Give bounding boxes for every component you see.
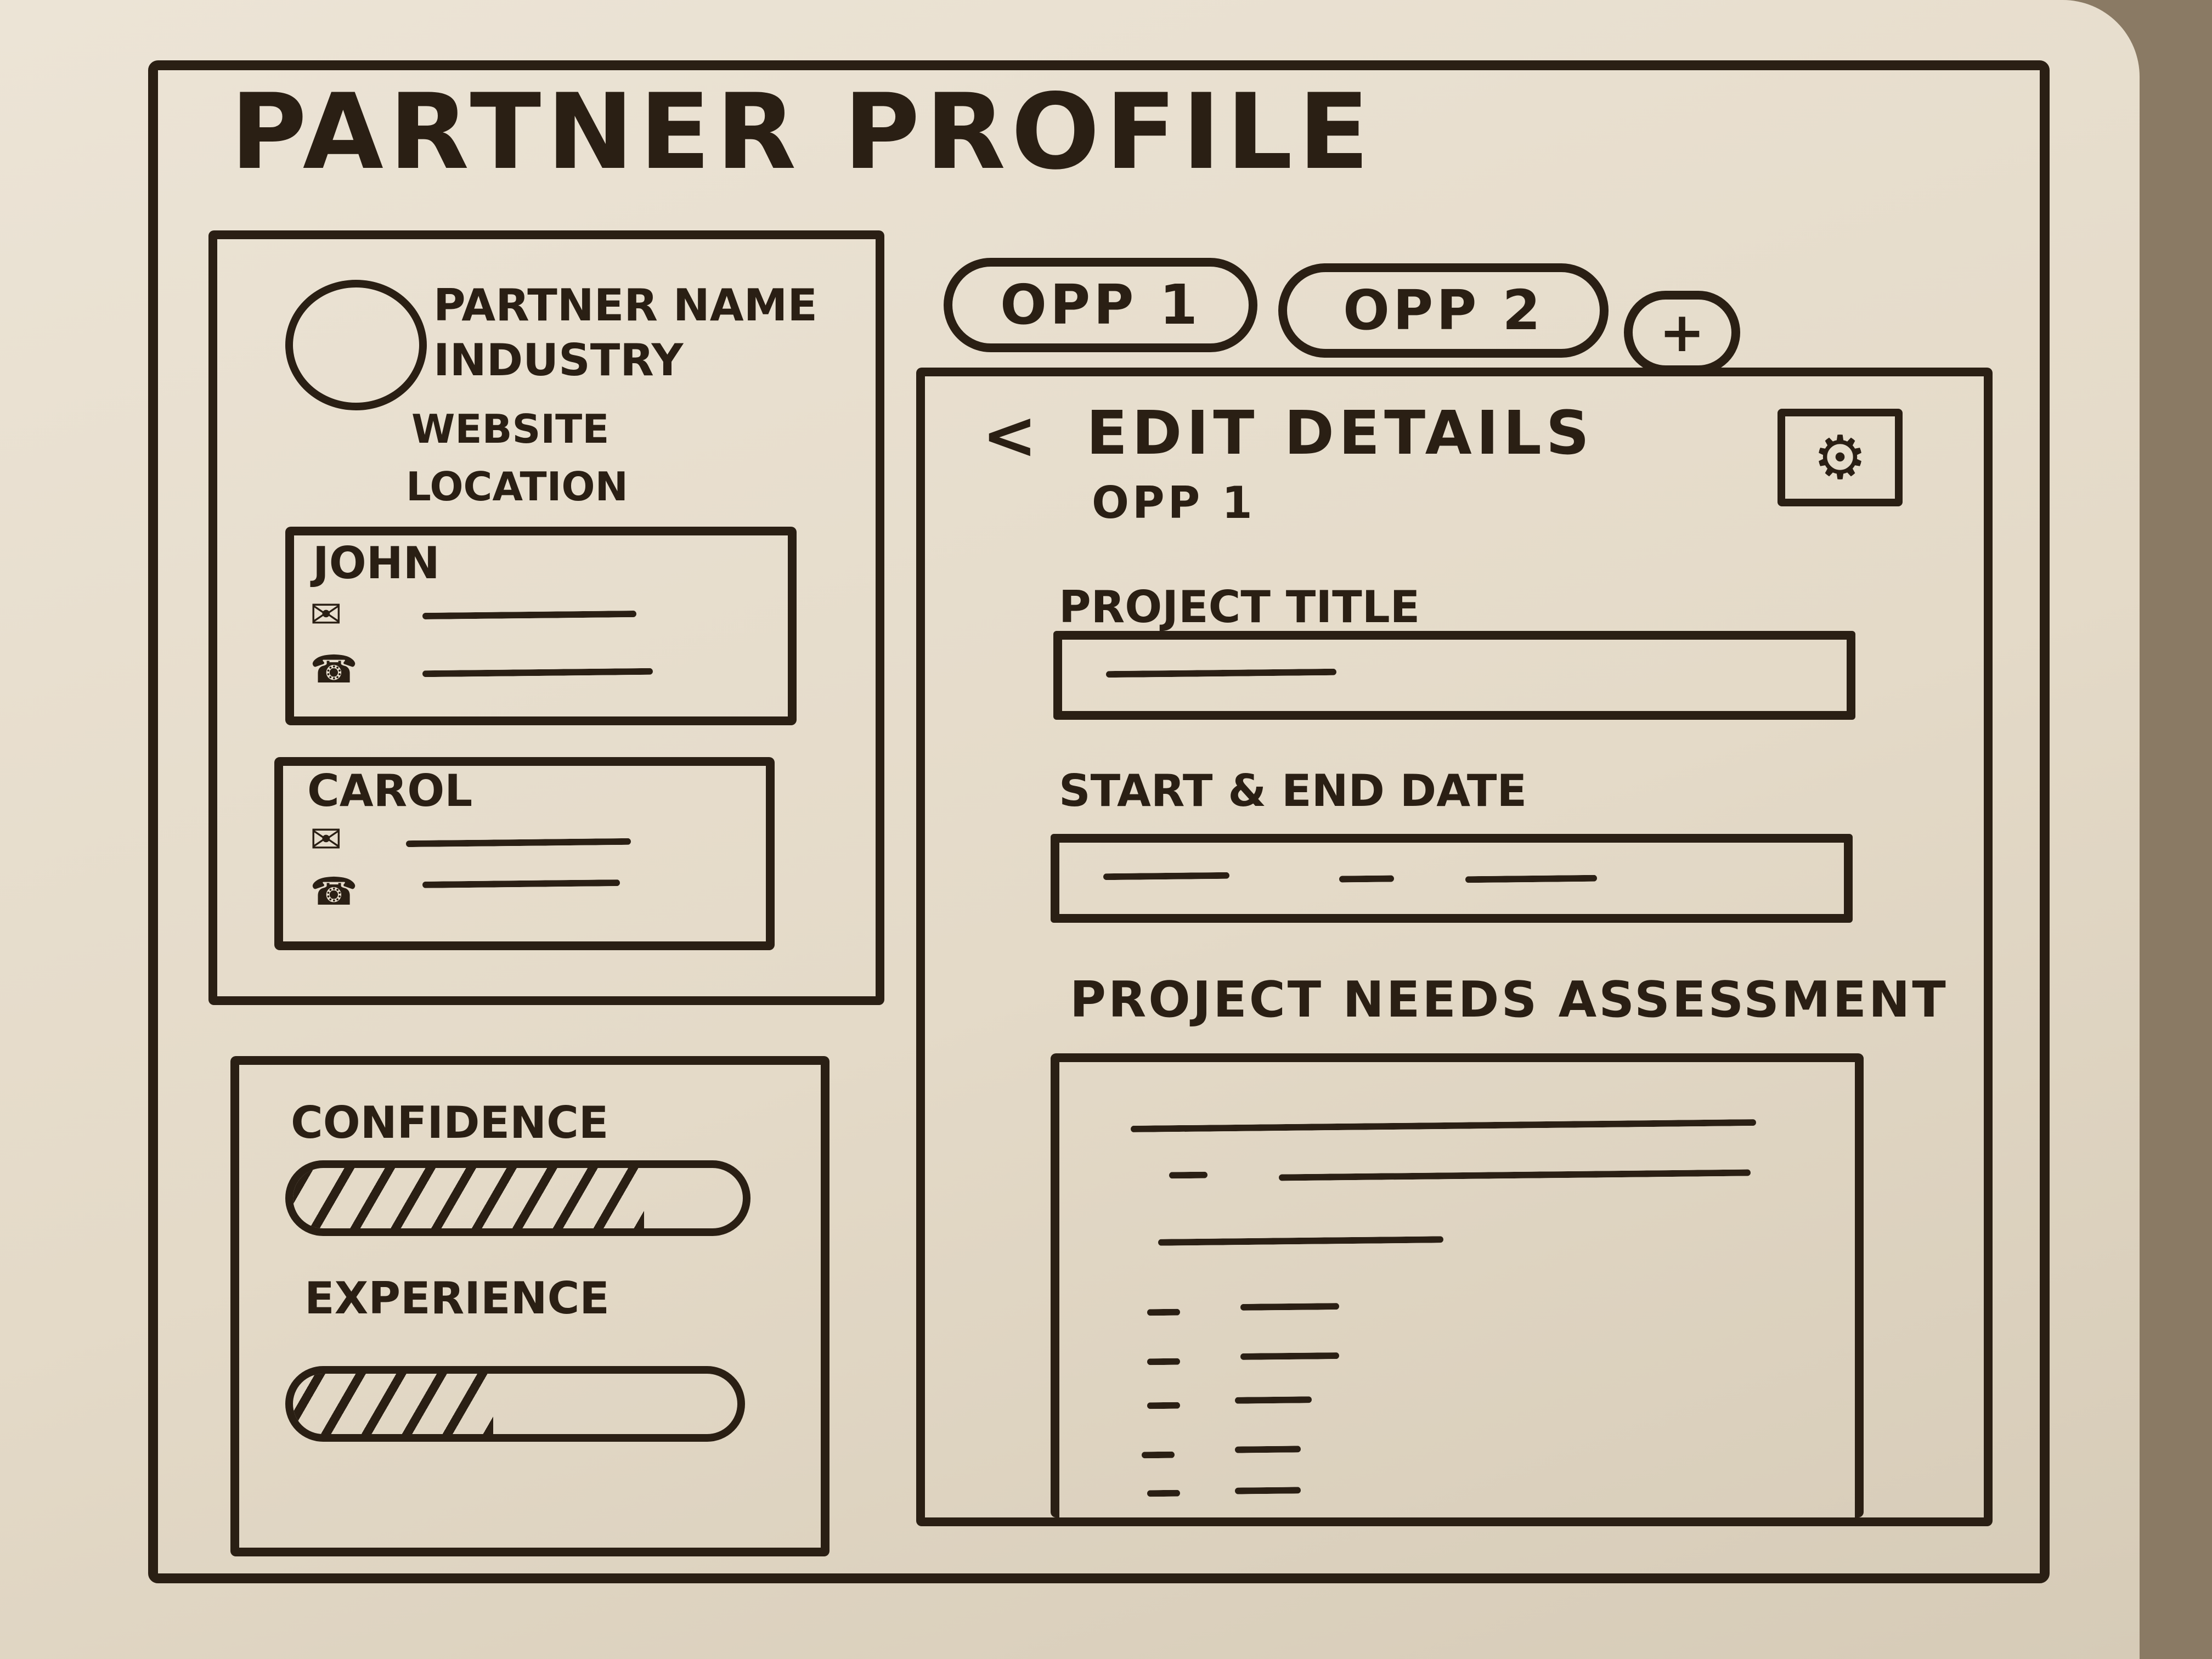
metrics-card [230,1056,830,1556]
settings-button[interactable]: ⚙ [1778,409,1903,506]
envelope-icon[interactable]: ✉ [310,592,342,637]
date-range-input[interactable] [1051,834,1853,923]
phone-icon[interactable]: ☎ [310,869,358,914]
contact-card-john[interactable] [285,527,797,725]
needs-assessment-textarea[interactable] [1051,1053,1864,1517]
project-title-value [1105,668,1337,678]
bullet-text [1234,1396,1312,1404]
partner-name: Partner Name [433,280,817,331]
add-opportunity-button[interactable]: + [1624,291,1740,374]
page-title: Partner Profile [230,71,1375,193]
project-title-input[interactable] [1053,631,1855,720]
bullet-item [1147,1402,1181,1409]
text-line [1169,1171,1208,1179]
text-line [1278,1169,1751,1181]
contact-card-carol[interactable] [274,757,775,950]
bullet-text [1234,1446,1301,1453]
bullet-text [1240,1352,1340,1360]
bullet-text [1234,1487,1301,1494]
confidence-fill [293,1168,644,1228]
bullet-text [1240,1303,1340,1311]
bullet-item [1141,1451,1175,1459]
opportunity-detail-panel [916,368,1993,1526]
partner-location: Location [406,464,628,510]
back-button[interactable]: < [982,398,1037,474]
project-title-label: Project Title [1059,582,1420,633]
confidence-label: Confidence [291,1097,609,1148]
phone-icon[interactable]: ☎ [310,647,358,692]
gear-icon: ⚙ [1813,422,1867,493]
contact-name: Carol [307,765,473,816]
bullet-item [1147,1308,1181,1316]
needs-assessment-label: Project Needs Assessment [1070,971,1948,1029]
end-date-value [1465,874,1598,883]
contact-name: John [313,538,440,589]
text-line [1158,1236,1444,1246]
partner-profile-card [208,230,884,1005]
experience-label: Experience [304,1273,610,1324]
bullet-item [1147,1489,1181,1497]
detail-subheading: Opp 1 [1092,477,1256,528]
experience-bar [285,1366,745,1442]
date-separator [1339,875,1395,883]
experience-fill [293,1374,493,1434]
text-line [1130,1119,1757,1132]
tab-opp-1[interactable]: Opp 1 [944,258,1257,352]
partner-industry: Industry [433,335,684,386]
start-date-value [1103,872,1230,881]
bullet-item [1147,1358,1181,1365]
partner-website[interactable]: Website [411,406,610,452]
avatar [285,280,427,410]
envelope-icon[interactable]: ✉ [310,817,342,862]
app-window [148,60,2050,1583]
dates-label: Start & End Date [1059,765,1527,816]
confidence-bar [285,1160,751,1236]
tab-opp-2[interactable]: Opp 2 [1278,263,1609,358]
detail-heading: Edit Details [1086,398,1594,468]
